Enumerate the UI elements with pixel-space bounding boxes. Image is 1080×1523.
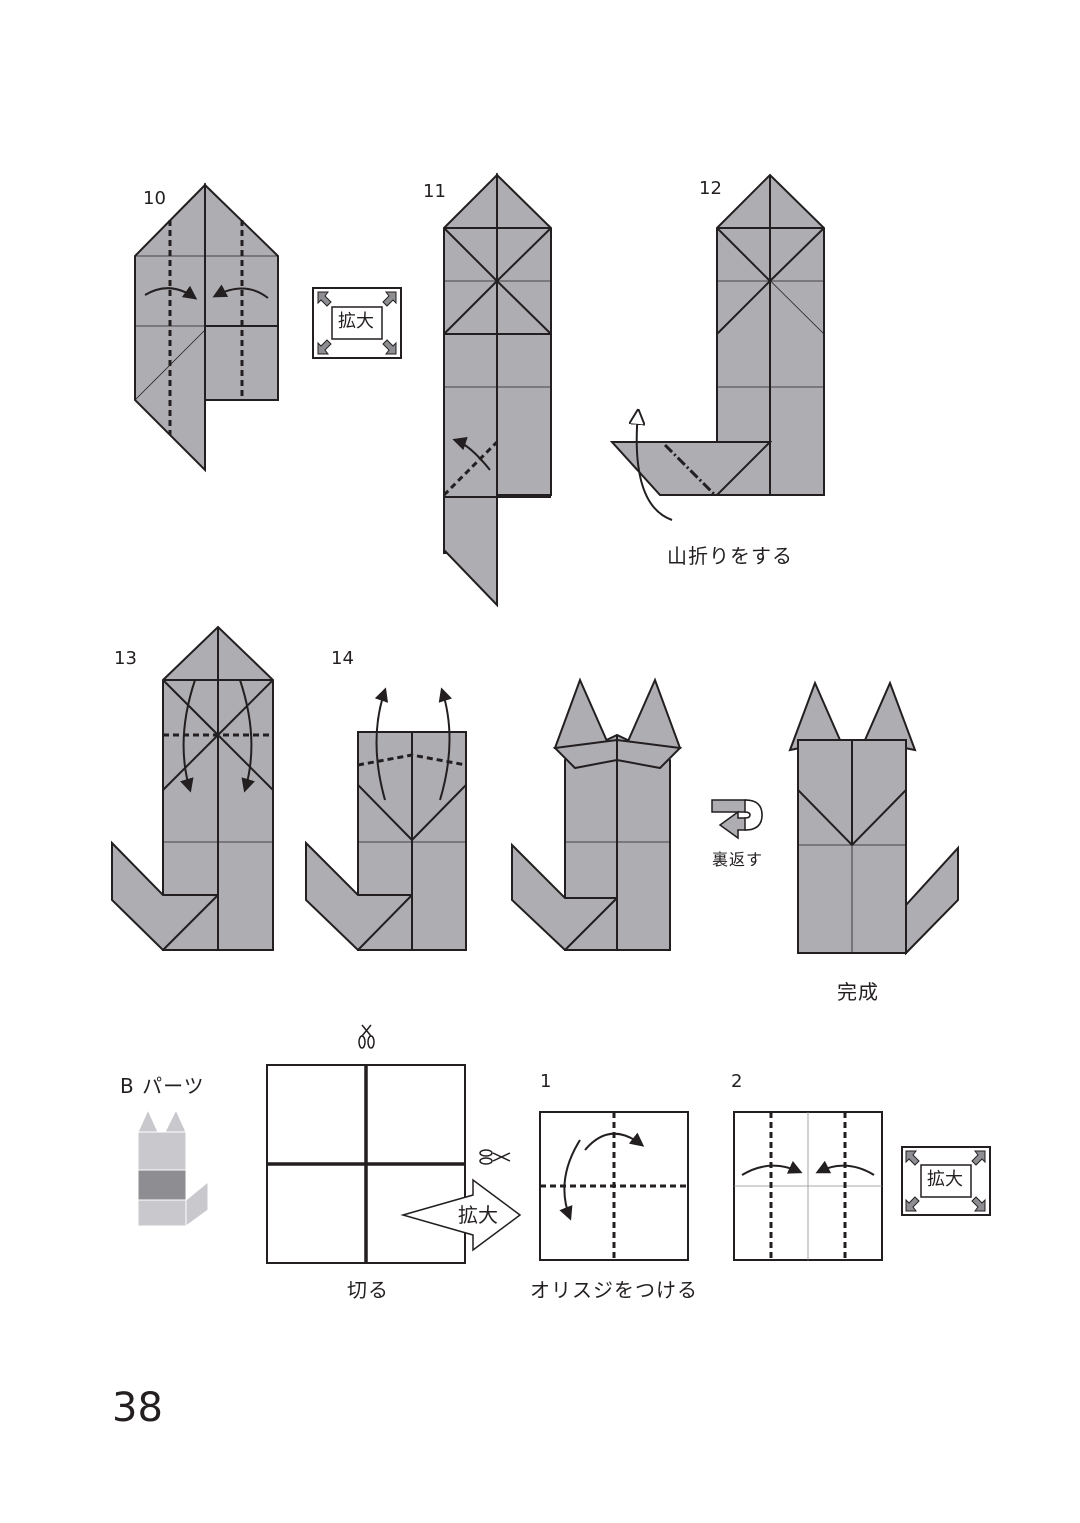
enlarge-arrow-label: 拡大 — [458, 1203, 498, 1227]
step-2-figure — [733, 1111, 883, 1261]
turn-over-icon — [711, 799, 763, 840]
step-number: 10 — [143, 188, 166, 209]
step-12-figure — [609, 173, 825, 521]
step-number: 12 — [699, 178, 722, 199]
page-number: 38 — [112, 1385, 163, 1431]
caption-turn-over: 裏返す — [712, 850, 764, 869]
caption-cut: 切る — [347, 1278, 389, 1302]
enlarge-label: 拡大 — [927, 1169, 963, 1190]
caption-complete: 完成 — [837, 980, 879, 1004]
step-15-figure — [511, 677, 683, 951]
step-11-figure — [442, 172, 552, 608]
scissors-icon — [479, 1149, 511, 1165]
caption-crease: オリスジをつける — [530, 1278, 698, 1302]
enlarge-arrow — [400, 1178, 522, 1252]
caption-b-part: B パーツ — [120, 1074, 205, 1098]
enlarge-label: 拡大 — [338, 311, 374, 332]
step-number: 11 — [423, 181, 446, 202]
caption-mountain-fold: 山折りをする — [667, 544, 793, 568]
step-number: 13 — [114, 648, 137, 669]
scissors-icon — [358, 1024, 375, 1049]
complete-figure — [788, 680, 959, 956]
step-13-figure — [111, 625, 274, 951]
enlarge-icon — [312, 287, 402, 359]
cut-square — [266, 1064, 466, 1264]
step-number: 1 — [540, 1071, 552, 1092]
step-10-figure — [134, 182, 279, 473]
step-1-figure — [539, 1111, 689, 1261]
step-number: 2 — [731, 1071, 743, 1092]
step-14-figure — [305, 687, 467, 951]
step-number: 14 — [331, 648, 354, 669]
enlarge-icon — [901, 1146, 991, 1216]
b-part-icon — [137, 1108, 209, 1227]
